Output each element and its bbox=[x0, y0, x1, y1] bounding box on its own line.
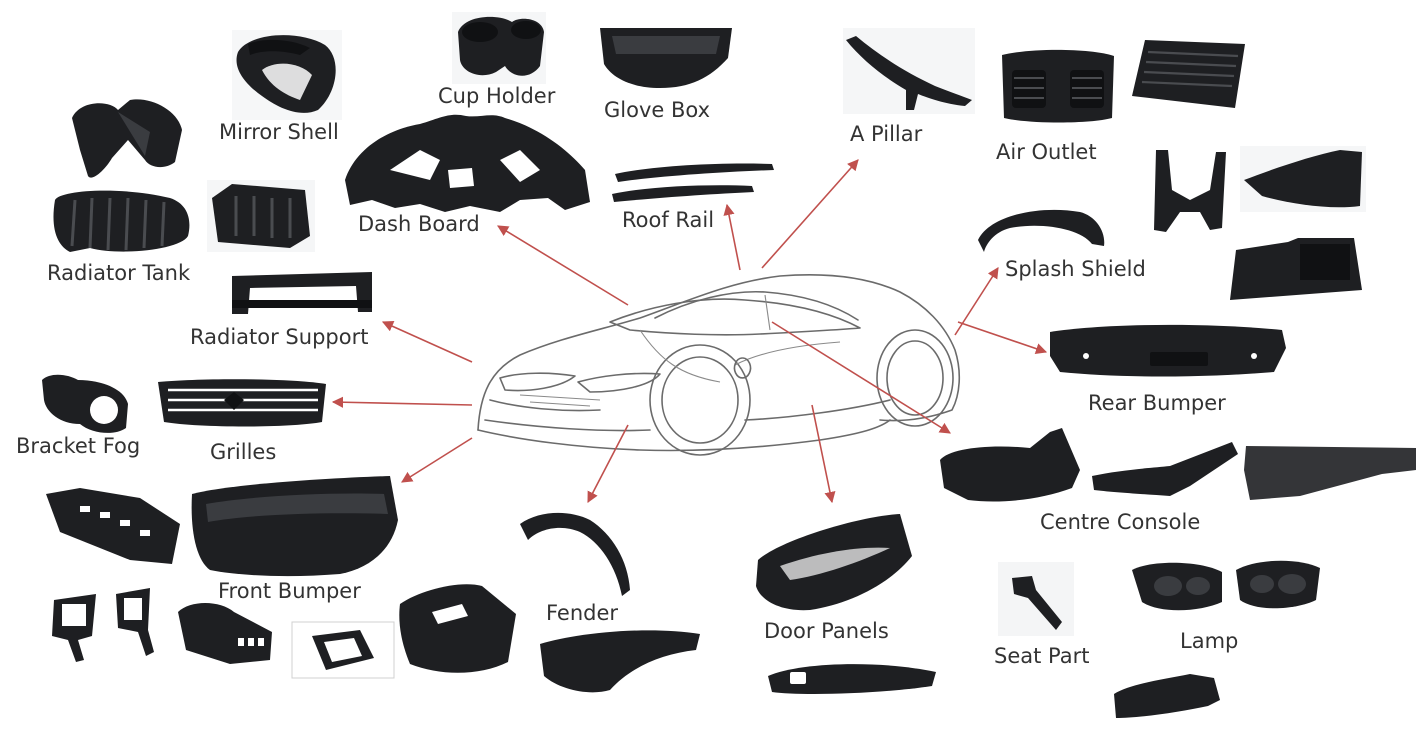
label-glove-box: Glove Box bbox=[604, 98, 711, 122]
bracket-fog-image bbox=[42, 374, 128, 433]
arrow-a-pillar bbox=[761, 159, 859, 269]
bracket-bottom-right-image bbox=[1114, 674, 1220, 718]
buckle-image bbox=[291, 621, 395, 679]
label-front-bumper: Front Bumper bbox=[218, 579, 361, 603]
label-seat-part: Seat Part bbox=[994, 644, 1090, 668]
label-rear-bumper: Rear Bumper bbox=[1088, 391, 1226, 415]
arrow-centre-console bbox=[771, 321, 951, 434]
label-fender: Fender bbox=[546, 601, 619, 625]
fender-image bbox=[520, 512, 700, 693]
label-cup-holder: Cup Holder bbox=[438, 84, 556, 108]
cover-part-image bbox=[1230, 238, 1362, 300]
label-radiator-support: Radiator Support bbox=[190, 325, 369, 349]
arrow-roof-rail bbox=[723, 203, 741, 271]
label-mirror-shell: Mirror Shell bbox=[219, 120, 339, 144]
label-centre-console: Centre Console bbox=[1040, 510, 1201, 534]
car-sketch bbox=[477, 274, 961, 456]
label-grilles: Grilles bbox=[210, 440, 277, 464]
arrows bbox=[331, 159, 1048, 504]
label-roof-rail: Roof Rail bbox=[622, 208, 715, 232]
radiator-tank-image bbox=[53, 190, 190, 252]
rear-bumper-image bbox=[1050, 324, 1286, 377]
front-bumper-image bbox=[191, 476, 398, 577]
arrow-grilles bbox=[331, 396, 473, 408]
label-air-outlet: Air Outlet bbox=[996, 140, 1097, 164]
lamp-image bbox=[1132, 560, 1320, 611]
arrow-fender bbox=[587, 424, 629, 503]
roof-rail-image bbox=[612, 163, 774, 202]
mirror-shell-image bbox=[232, 30, 342, 120]
splash-shield-image bbox=[978, 209, 1105, 252]
intake-part-image bbox=[207, 180, 315, 252]
label-splash-shield: Splash Shield bbox=[1005, 257, 1146, 281]
mirror-bracket-image bbox=[52, 588, 154, 662]
cup-holder-image bbox=[452, 12, 546, 84]
bracket-right-image bbox=[1240, 146, 1366, 212]
dash-board-image bbox=[345, 114, 590, 212]
label-radiator-tank: Radiator Tank bbox=[47, 261, 191, 285]
a-pillar-image bbox=[843, 28, 975, 114]
label-lamp: Lamp bbox=[1180, 629, 1239, 653]
air-outlet-image bbox=[1002, 49, 1114, 123]
centre-console-image bbox=[940, 428, 1416, 502]
arrow-splash-shield bbox=[954, 267, 999, 336]
label-bracket-fog: Bracket Fog bbox=[16, 434, 141, 458]
glove-box-image bbox=[600, 28, 732, 88]
grilles-image bbox=[158, 379, 326, 427]
label-dash-board: Dash Board bbox=[358, 212, 480, 236]
label-door-panels: Door Panels bbox=[764, 619, 889, 643]
label-a-pillar: A Pillar bbox=[850, 122, 923, 146]
radiator-support-image bbox=[232, 272, 372, 314]
shift-cover-image bbox=[399, 584, 516, 673]
arrow-front-bumper bbox=[401, 437, 473, 483]
clip-part-image bbox=[1154, 150, 1226, 232]
bracket-top-left-image bbox=[72, 99, 182, 178]
door-panels-image bbox=[756, 514, 936, 694]
vent-grille-image bbox=[1132, 40, 1245, 108]
arrow-door-panels bbox=[811, 404, 836, 504]
arrow-radiator-support bbox=[381, 321, 473, 363]
arrow-rear-bumper bbox=[957, 321, 1048, 355]
bumper-bracket-image bbox=[46, 488, 180, 564]
arrow-dash-board bbox=[497, 225, 629, 306]
seat-part-image bbox=[998, 562, 1074, 636]
switch-panel-image bbox=[178, 603, 272, 664]
